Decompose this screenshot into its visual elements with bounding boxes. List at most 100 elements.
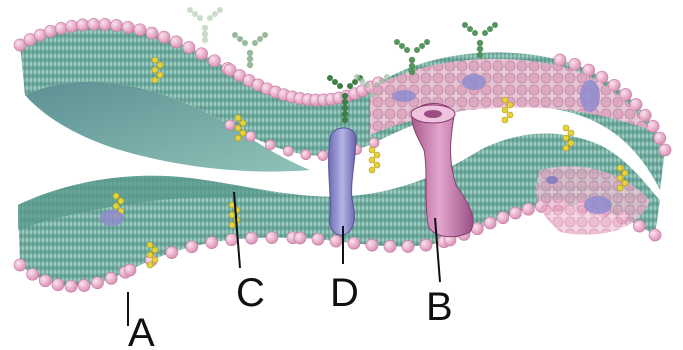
glycan-bead [419,43,425,49]
glycan-bead [424,39,430,45]
glycan-bead [202,31,208,37]
phospholipid-head [196,48,208,60]
label-b: B [426,285,453,329]
peripheral-protein [100,210,124,226]
phospholipid-head [122,21,134,33]
phospholipid-head [294,232,306,244]
phospholipid-head [649,229,661,241]
cholesterol [507,102,513,108]
glycan-bead [482,30,488,36]
glycan-bead [332,79,338,85]
cholesterol [502,107,508,113]
phospholipid-head [78,280,90,292]
phospholipid-head [209,55,221,67]
glycan-bead [404,47,410,53]
cholesterol [369,167,375,173]
glycan-bead [409,57,415,63]
phospholipid-head [124,264,136,276]
peripheral-protein [584,196,612,214]
glycan-bead [212,11,218,17]
cholesterol [374,152,380,158]
glycan-bead [477,52,483,58]
glycan-bead [197,15,203,21]
cholesterol [622,180,628,186]
glycan-bead [492,22,498,28]
glycan-bead [384,74,390,80]
integral-protein-body [329,128,356,235]
cholesterol [147,252,153,258]
glycan-bead [477,40,483,46]
phospholipid-head [39,275,51,287]
phospholipid-head [384,240,396,252]
glycan-bead [342,105,348,111]
glycan-bead [252,40,258,46]
cholesterol [563,145,569,151]
cholesterol [617,175,623,181]
glycan-bead [364,82,370,88]
glycan-bead [342,93,348,99]
phospholipid-head [111,20,123,32]
cholesterol [157,72,163,78]
label-c: C [236,271,265,315]
phospholipid-head [312,233,324,245]
peripheral-protein [462,74,486,90]
phospholipid-head [55,22,67,34]
cholesterol [152,67,158,73]
cholesterol [157,62,163,68]
cholesterol [568,140,574,146]
glycan-bead [247,62,253,68]
glycan-bead [242,40,248,46]
phospholipid-head [88,18,100,30]
glycan-bead [232,32,238,38]
phospholipid-head [265,140,275,150]
glycan-bead [202,37,208,43]
cholesterol [563,125,569,131]
glycan-bead [369,92,375,98]
phospholipid-head [66,20,78,32]
cholesterol [147,242,153,248]
glycan-bead [347,83,353,89]
phospholipid-head [510,207,522,219]
phospholipid-head [92,277,104,289]
phospholipid-head [45,25,57,37]
cholesterol [118,198,124,204]
cholesterol [113,193,119,199]
cholesterol [617,165,623,171]
cholesterol [240,130,246,136]
cholesterol [235,125,241,131]
glycan-bead [477,46,483,52]
cholesterol [152,77,158,83]
phospholipid-head [65,280,77,292]
phospholipid-head [206,237,218,249]
phospholipid-head [52,279,64,291]
phospholipid-head [183,42,195,54]
cholesterol [229,222,235,228]
glycan-bead [342,117,348,123]
phospholipid-head [246,232,258,244]
glycan-bead [207,15,213,21]
cholesterol [235,115,241,121]
phospholipid-head [654,132,666,144]
phospholipid-head [158,31,170,43]
phospholipid-head [166,247,178,259]
glycan-bead [202,25,208,31]
phospholipid-head [420,239,432,251]
glycan-bead [192,11,198,17]
phospholipid-head [246,131,256,141]
glycan-bead [342,99,348,105]
glycan-bead [487,26,493,32]
glycan-bead [472,30,478,36]
cholesterol [622,170,628,176]
glycan-bead [409,63,415,69]
phospholipid-head [484,217,496,229]
phospholipid-head [146,27,158,39]
phospholipid-head [659,144,671,156]
phospholipid-head [225,120,235,130]
phospholipid-head [301,150,311,160]
phospholipid-head [105,272,117,284]
integral-protein [329,128,356,235]
phospholipid-head [283,146,293,156]
glycan-bead [354,74,360,80]
cholesterol [369,147,375,153]
phospholipid-head [366,239,378,251]
